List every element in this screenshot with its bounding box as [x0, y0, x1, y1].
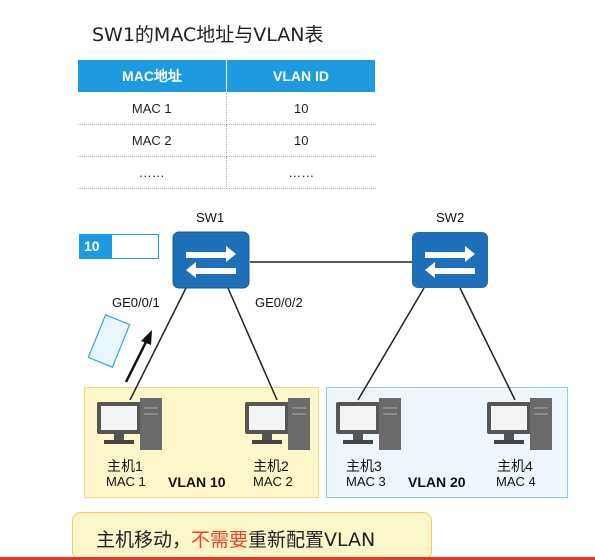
host3-mac: MAC 3 — [346, 474, 386, 489]
table-cell: …… — [226, 156, 376, 189]
pc-icon-host3 — [336, 398, 401, 450]
sw2-switch-icon — [412, 232, 488, 288]
mac-vlan-table: MAC地址 VLAN ID MAC 1 10 MAC 2 10 …… …… — [77, 59, 376, 189]
table-cell: MAC 1 — [77, 92, 227, 125]
sw2-label: SW2 — [436, 210, 465, 225]
sw1-label: SW1 — [196, 210, 225, 225]
callout-highlight: 不需要 — [191, 529, 249, 551]
sw1-switch-icon — [172, 231, 250, 289]
callout-part1: 主机移动， — [96, 529, 192, 551]
table-cell: …… — [77, 156, 227, 189]
vlan-tag-frame: 10 — [79, 234, 159, 259]
port-label-ge002: GE0/0/2 — [255, 295, 303, 310]
host4-mac: MAC 4 — [496, 474, 536, 489]
link-host1 — [129, 279, 191, 401]
table-cell: MAC 2 — [77, 124, 227, 157]
table-row: MAC 1 10 — [77, 92, 376, 125]
vlan10-label: VLAN 10 — [168, 474, 226, 490]
host3-name: 主机3 — [346, 458, 382, 474]
table-cell: 10 — [226, 124, 376, 157]
host2-name: 主机2 — [253, 458, 289, 474]
pc-icon-host4 — [487, 398, 552, 450]
callout-text: 主机移动，不需要重新配置VLAN — [96, 525, 375, 552]
host1-name: 主机1 — [107, 458, 143, 474]
pc-icon-host1 — [97, 398, 162, 450]
link-host3 — [357, 287, 425, 401]
footer-divider — [0, 557, 595, 560]
table-row: …… …… — [77, 156, 376, 189]
up-arrow-icon — [124, 330, 152, 383]
host2-mac: MAC 2 — [253, 474, 293, 489]
host1-mac: MAC 1 — [106, 474, 146, 489]
link-host4 — [459, 287, 516, 401]
table-row: MAC 2 10 — [77, 124, 376, 157]
host4-name: 主机4 — [497, 458, 533, 474]
link-host2 — [227, 287, 278, 401]
callout-box — [72, 512, 432, 560]
vlan20-label: VLAN 20 — [408, 474, 466, 490]
table-header-vlan: VLAN ID — [226, 59, 376, 93]
callout-part3: 重新配置VLAN — [248, 529, 376, 551]
diagram-title: SW1的MAC地址与VLAN表 — [92, 24, 324, 46]
frame-icon — [87, 314, 131, 368]
port-label-ge001: GE0/0/1 — [112, 295, 160, 310]
vlan-tag-value: 10 — [80, 235, 112, 258]
table-cell: 10 — [226, 92, 376, 125]
pc-icon-host2 — [245, 398, 310, 450]
